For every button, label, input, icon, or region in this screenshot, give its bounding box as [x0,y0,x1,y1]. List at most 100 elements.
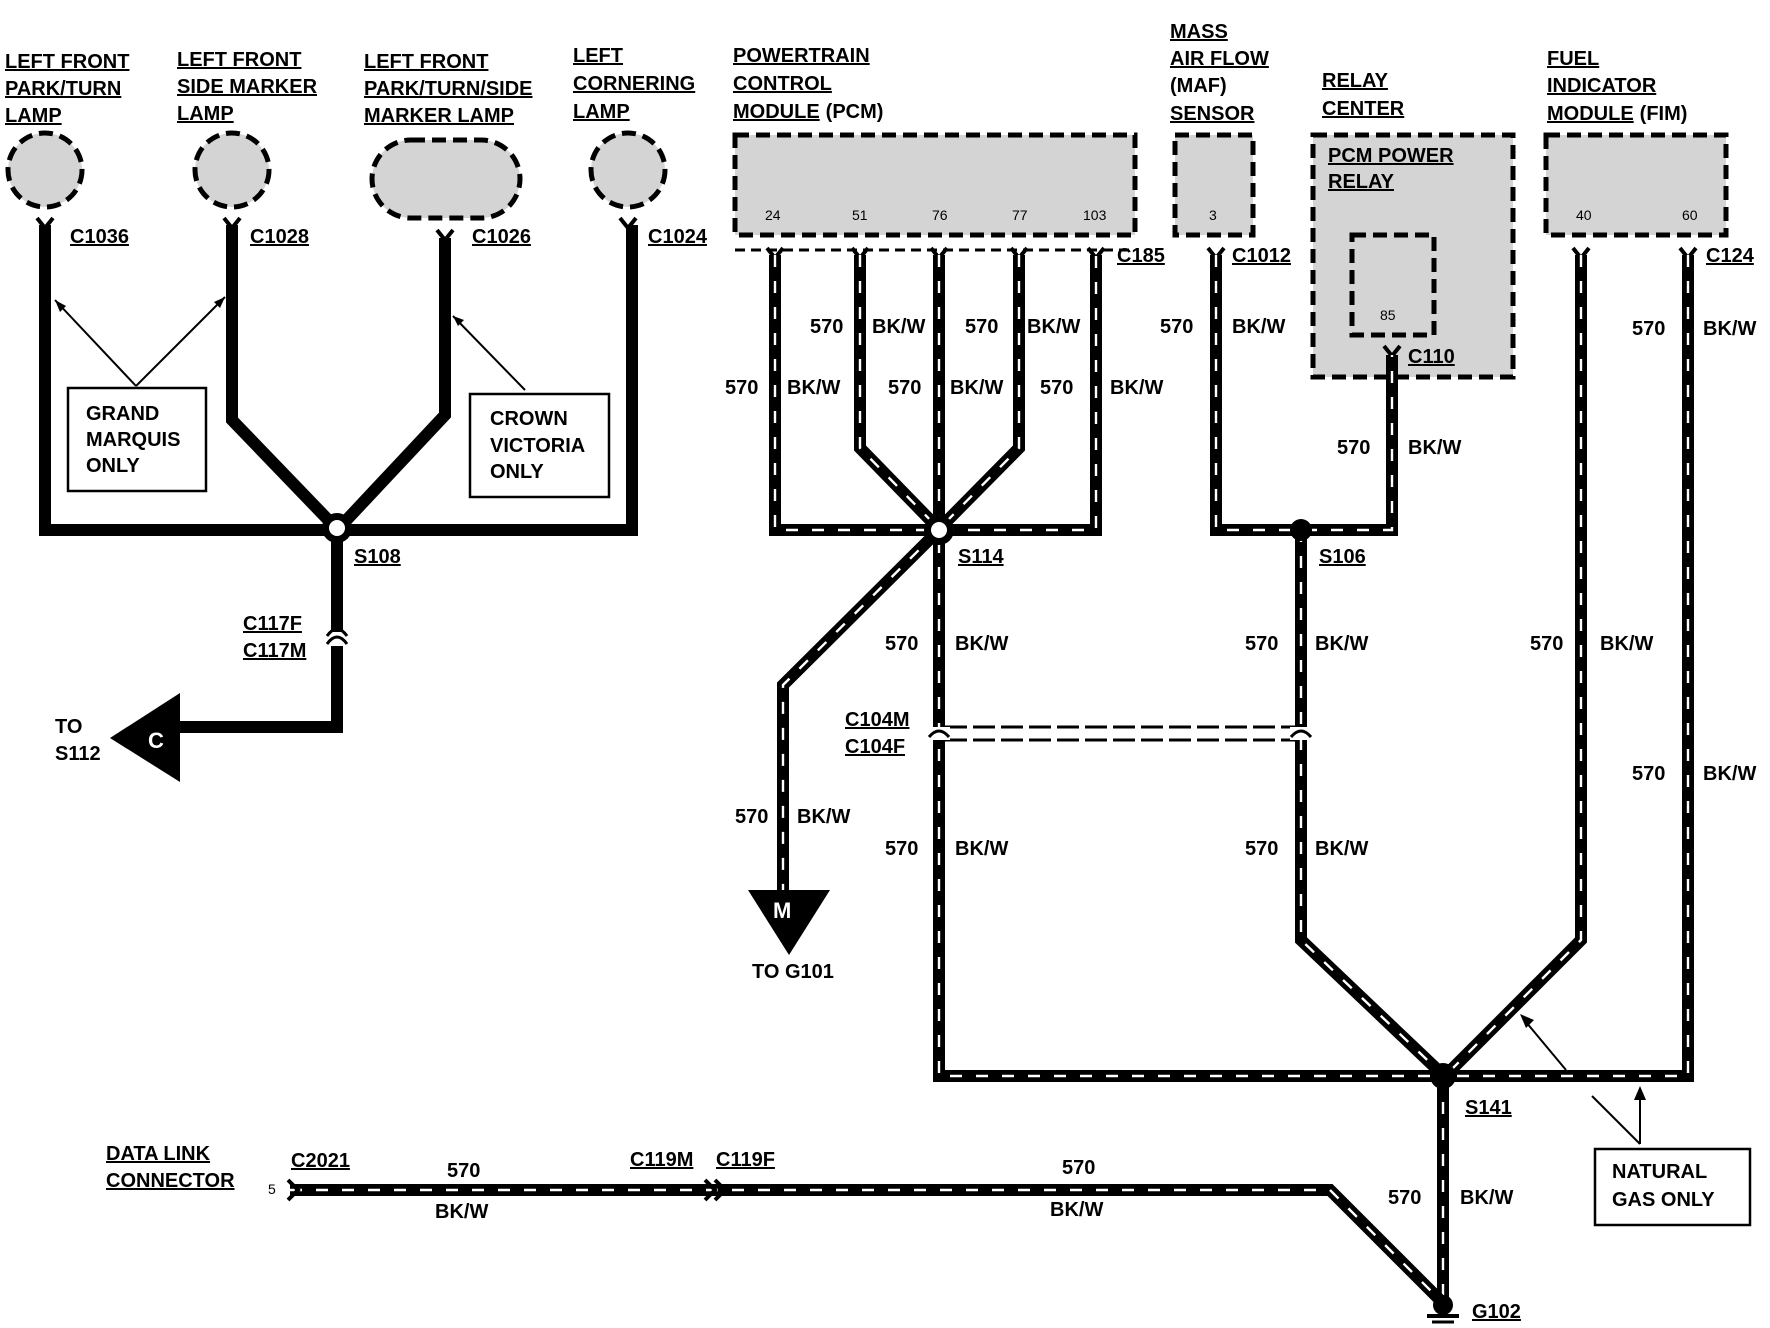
wire-bkw-label: BK/W [955,633,1008,655]
c1036-label: C1036 [70,226,129,248]
fim-title-3: MODULE(FIM) [1547,103,1687,125]
lf-park-turn-side-title-1: LEFT FRONT [364,51,488,73]
wire-bkw-label: BK/W [1703,763,1756,785]
wire-bkw-label: BK/W [1110,377,1163,399]
to-s112-label-2: S112 [55,743,101,765]
dlc-title-2: CONNECTOR [106,1170,235,1192]
ground-symbol [1433,1295,1453,1315]
grand-marquis-note-3: ONLY [86,455,140,477]
pcm-pin-76: 76 [932,207,948,223]
s114-label: S114 [958,546,1004,568]
c2021-label: C2021 [291,1150,350,1172]
crown-victoria-note-3: ONLY [490,461,544,483]
maf-title-4: SENSOR [1170,103,1255,125]
natural-gas-note-1: NATURAL [1612,1161,1707,1183]
wire-bkw-label: BK/W [1232,316,1285,338]
splice-s106 [1290,519,1312,541]
c104m-label: C104M [845,709,909,731]
fim-title-2: INDICATOR [1547,75,1657,97]
left-cornering-title-3: LAMP [573,101,630,123]
left-cornering-title-2: CORNERING [573,73,695,95]
c110-label: C110 [1408,346,1455,368]
fim-pin-60: 60 [1682,207,1698,223]
wire-bkw-label: BK/W [797,806,850,828]
relay-center-title-2: CENTER [1322,98,1405,120]
to-g101-label: TO G101 [752,961,834,983]
lf-park-turn-side-title-3: MARKER LAMP [364,105,514,127]
c1024-label: C1024 [648,226,708,248]
crown-victoria-note-2: VICTORIA [490,435,585,457]
wire-570-label: 570 [1632,763,1665,785]
maf-title-3: (MAF) [1170,75,1227,97]
wire-bkw-label: BK/W [1703,318,1756,340]
left-cornering-title-1: LEFT [573,45,623,67]
lf-park-turn-title-1: LEFT FRONT [5,51,129,73]
dlc-title-1: DATA LINK [106,1143,211,1165]
wire-fim-60 [1445,255,1694,1082]
lf-park-turn-lamp [5,130,85,210]
c1028-label: C1028 [250,226,309,248]
wire-bkw-label: BK/W [872,316,925,338]
c185-label: C185 [1117,245,1165,267]
maf-pin-3: 3 [1209,207,1217,223]
c119m-label: C119M [630,1149,693,1171]
c104f-label: C104F [845,736,905,758]
wire-bkw-label: BK/W [435,1201,488,1223]
wire-570-label: 570 [447,1160,480,1182]
grand-marquis-note-1: GRAND [86,403,159,425]
wire-bkw-label: BK/W [1600,633,1653,655]
crown-victoria-note-box [468,392,611,499]
s141-label: S141 [1465,1097,1512,1119]
wire-bkw-label: BK/W [787,377,840,399]
wire-570-label: 570 [1040,377,1073,399]
s106-label: S106 [1319,546,1366,568]
wire-570-label: 570 [1160,316,1193,338]
c119f-label: C119F [716,1149,775,1171]
wire-570-label: 570 [1337,437,1370,459]
lf-side-marker-title-1: LEFT FRONT [177,49,301,71]
labels: LEFT FRONT PARK/TURN LAMP C1036 LEFT FRO… [5,21,1756,1323]
wire-570-label: 570 [735,806,768,828]
off-page-arrow-m [748,890,830,955]
fim-module [1543,132,1729,238]
wire-s108-to-s112 [178,530,343,733]
wire-park-turn-side [335,238,451,532]
c1012-label: C1012 [1232,245,1291,267]
wire-570-label: 570 [965,316,998,338]
fim-pin-40: 40 [1576,207,1592,223]
wire-570-label: 570 [888,377,921,399]
lf-side-marker-title-2: SIDE MARKER [177,76,318,98]
pcm-title-1: POWERTRAIN [733,45,870,67]
left-cornering-lamp [588,130,668,210]
wire-570-label: 570 [1632,318,1665,340]
relay-pin-85: 85 [1380,307,1396,323]
lf-park-turn-side-title-2: PARK/TURN/SIDE [364,78,533,100]
pcm-group [732,132,1570,1082]
wire-pcm-76-trunk [933,255,1570,1082]
wire-570-label: 570 [885,838,918,860]
wire-570-label: 570 [885,633,918,655]
ground-group [286,1063,1459,1324]
pcm-pin-24: 24 [765,207,781,223]
wire-bkw-label: BK/W [1460,1187,1513,1209]
natural-gas-note-2: GAS ONLY [1612,1189,1715,1211]
pcm-module [732,132,1138,238]
wire-570-label: 570 [1388,1187,1421,1209]
wire-bkw-label: BK/W [950,377,1003,399]
natural-gas-note-box [1593,1147,1752,1227]
c117-connector [325,635,349,645]
wire-570-label: 570 [1245,633,1278,655]
fim-title-1: FUEL [1547,48,1599,70]
lf-park-turn-title-3: LAMP [5,105,62,127]
maf-sensor [1172,132,1256,238]
wire-s106-to-s141 [1295,530,1447,1079]
wire-bkw-label: BK/W [1050,1199,1103,1221]
grand-marquis-note-2: MARQUIS [86,429,180,451]
off-page-letter-m: M [773,898,791,923]
fim-group [1442,132,1752,1227]
maf-title-1: MASS [1170,21,1228,43]
pcm-power-relay [1349,232,1437,338]
maf-relay-group [927,132,1516,1079]
